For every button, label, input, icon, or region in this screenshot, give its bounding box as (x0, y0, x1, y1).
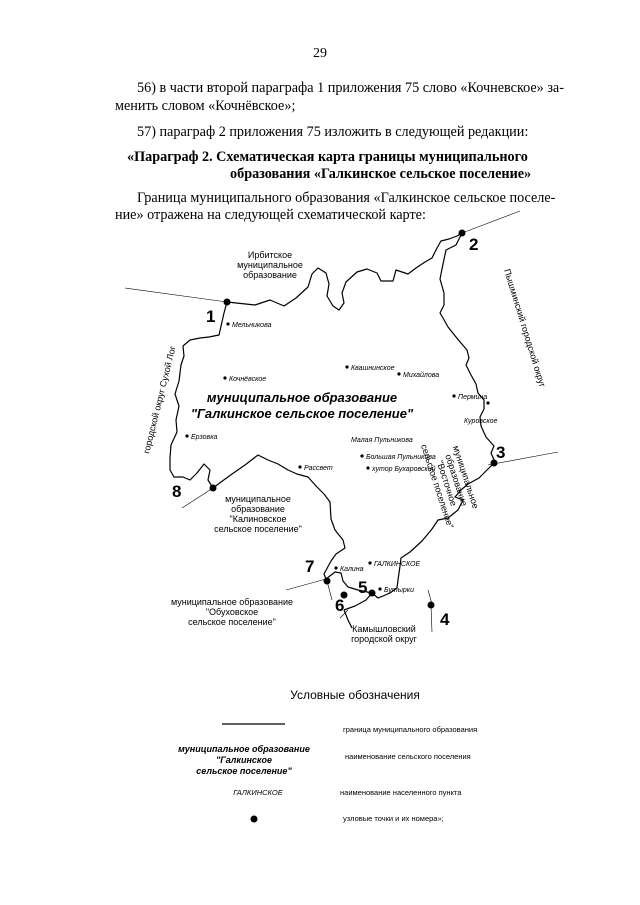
node-8-marker (209, 484, 217, 492)
legend-row2-desc: наименование сельского поселения (345, 752, 471, 761)
legend-row2-sample-line3: сельское поселение" (196, 766, 292, 776)
para-57: 57) параграф 2 приложения 75 изложить в … (137, 124, 529, 140)
settlement-kochnevskoe: Кочнёвское (229, 376, 266, 383)
center-label-line1: муниципальное образование (207, 390, 397, 405)
legend-title: Условные обозначения (290, 688, 420, 702)
neighbor-kalinovskoe-line3: "Калиновское (230, 514, 287, 524)
legend-row3-sample: ГАЛКИНСКОЕ (233, 788, 283, 797)
node-3-marker (490, 459, 498, 467)
neighbor-sukhoy-log: городской округ Сухой Лог (141, 344, 178, 454)
municipal-boundary (169, 232, 496, 599)
neighbor-obukhovskoe-line2: "Обуховское (206, 607, 258, 617)
legend-row2-sample-line2: "Галкинское (216, 755, 272, 765)
settlement-melnikova: Мельникова (232, 322, 272, 329)
settlement-khutor-bukharovskiy: хутор Бухаровский (371, 465, 436, 473)
page-number: 29 (313, 46, 327, 61)
settlement-bolshaya-pulnikova: Большая Пульникова (366, 454, 436, 461)
legend-node-sample (250, 815, 258, 823)
node-2-number: 2 (469, 235, 478, 254)
legend-row1-desc: граница муниципального образования (343, 725, 477, 734)
heading-line2: образования «Галкинское сельское поселен… (230, 166, 532, 182)
node-8-number: 8 (172, 482, 181, 501)
node-3-number: 3 (496, 443, 505, 462)
neighbor-pyshma: Пышминский городской округ (502, 268, 548, 389)
node-7-number: 7 (305, 557, 314, 576)
node-7-marker (323, 577, 331, 585)
legend-row3-desc: наименование населенного пункта (340, 788, 462, 797)
settlement-malaya-pulnikova: Малая Пульникова (351, 437, 413, 444)
intro-line1: Граница муниципального образования «Галк… (137, 190, 556, 206)
neighbor-irbit-line2: муниципальное (237, 260, 303, 270)
node-5-marker (368, 589, 376, 597)
neighbor-kamyshlov-line2: городской округ (351, 634, 418, 644)
settlement-mikhaylova: Михайлова (403, 371, 439, 379)
settlement-galkinskoe: ГАЛКИНСКОЕ (374, 561, 420, 568)
settlement-perminova: Пермина (458, 394, 487, 401)
center-label-line2: "Галкинское сельское поселение" (191, 406, 414, 421)
neighbor-kalinovskoe-line1: муниципальное (225, 494, 291, 504)
settlement-kalina: Калина (340, 566, 364, 573)
settlement-butyrki: Бутырки (384, 587, 414, 594)
node-5-number: 5 (358, 578, 367, 597)
neighbor-kalinovskoe-line2: образование (231, 504, 285, 514)
neighbor-obukhovskoe-line3: сельское поселение" (188, 617, 276, 627)
para-56-line2: менить словом «Кочнёвское»; (115, 98, 296, 114)
settlement-rassvet: Рассвет (304, 465, 333, 472)
heading-line1: «Параграф 2. Схематическая карта границы… (127, 149, 528, 165)
node-4-number: 4 (440, 610, 450, 629)
node-1-number: 1 (206, 307, 215, 326)
settlement-ertsovka: Ерзовка (191, 434, 218, 441)
para-56-line1: 56) в части второй параграфа 1 приложени… (137, 80, 564, 96)
node-2-marker (458, 229, 466, 237)
node-6-number: 6 (335, 596, 344, 615)
neighbor-irbit-line1: Ирбитское (248, 250, 292, 260)
node-6-marker (340, 591, 348, 599)
node-1-marker (223, 298, 231, 306)
settlement-kvashninskoe: Квашнинское (351, 365, 395, 372)
neighbor-kamyshlov-line1: Камышловский (352, 624, 416, 634)
settlement-kurovskoe: Куровское (464, 418, 498, 425)
legend-row2-sample-line1: муниципальное образование (178, 744, 310, 754)
neighbor-obukhovskoe-line1: муниципальное образование (171, 597, 293, 607)
neighbor-irbit-line3: образование (243, 270, 297, 280)
neighbor-kalinovskoe-line4: сельское поселение" (214, 524, 302, 534)
intro-line2: ние» отражена на следующей схематической… (115, 207, 426, 223)
node-4-marker (427, 601, 435, 609)
legend-row4-desc: узловые точки и их номера»; (343, 814, 444, 823)
